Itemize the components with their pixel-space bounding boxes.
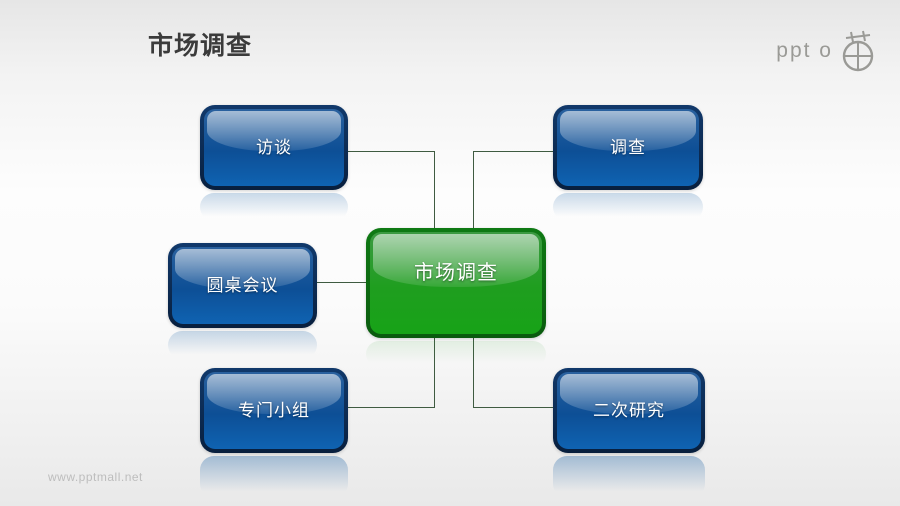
circle-cross-logo-icon: [842, 30, 874, 72]
node-secondary-research-label: 二次研究: [593, 400, 665, 420]
node-secondary-research: 二次研究: [553, 368, 705, 453]
reflection-survey: [553, 193, 703, 221]
pptmall-logo: ppt o: [776, 28, 876, 74]
node-interview-face: 访谈: [204, 109, 344, 186]
reflection-focus: [200, 456, 348, 498]
reflection-roundtable: [168, 331, 317, 359]
node-center-label: 市场调查: [414, 261, 498, 284]
node-focus-group: 专门小组: [200, 368, 348, 453]
reflection-interview: [200, 193, 348, 221]
connector-interview-horizontal: [348, 151, 434, 152]
connector-secondary-horizontal: [473, 407, 553, 408]
connector-interview-vertical: [434, 151, 435, 228]
connector-survey-horizontal: [473, 151, 553, 152]
node-roundtable: 圆桌会议: [168, 243, 317, 328]
node-center-face: 市场调查: [370, 232, 542, 334]
node-survey-face: 调查: [557, 109, 699, 186]
node-roundtable-face: 圆桌会议: [172, 247, 313, 324]
node-secondary-research-face: 二次研究: [557, 372, 701, 449]
node-survey-label: 调查: [610, 137, 646, 157]
node-roundtable-label: 圆桌会议: [206, 275, 279, 295]
node-interview-label: 访谈: [256, 137, 292, 157]
connector-roundtable-horizontal: [317, 282, 366, 283]
watermark-url: www.pptmall.net: [48, 470, 143, 484]
node-focus-group-label: 专门小组: [238, 400, 310, 420]
reflection-center: [366, 341, 546, 367]
connector-focus-vertical: [434, 338, 435, 408]
connector-survey-vertical: [473, 151, 474, 228]
logo-text: ppt o: [776, 39, 833, 62]
node-survey: 调查: [553, 105, 703, 190]
node-center-market-research: 市场调查: [366, 228, 546, 338]
connector-focus-horizontal: [348, 407, 434, 408]
reflection-secondary: [553, 456, 705, 498]
node-interview: 访谈: [200, 105, 348, 190]
connector-secondary-vertical: [473, 338, 474, 408]
page-title: 市场调查: [148, 32, 253, 60]
node-focus-group-face: 专门小组: [204, 372, 344, 449]
